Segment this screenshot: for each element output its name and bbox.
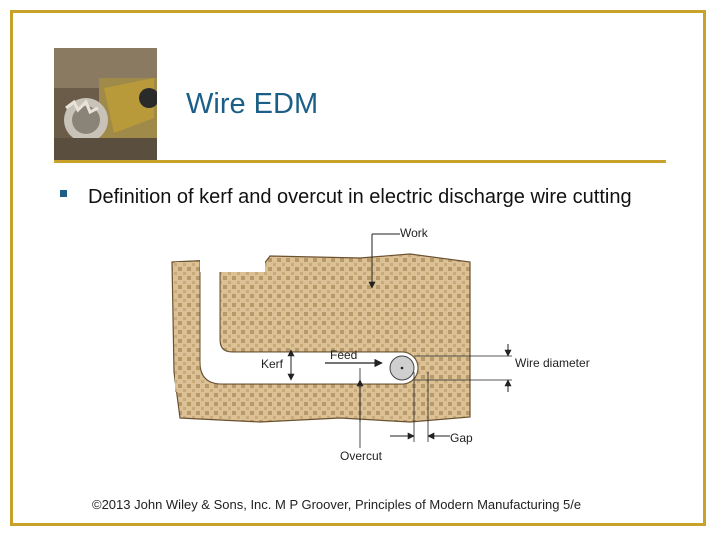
bullet-text: Definition of kerf and overcut in electr… — [88, 186, 632, 208]
header-photo — [54, 48, 157, 160]
kerf-overcut-diagram: Work Feed Kerf Wire diameter Gap Overcut — [171, 226, 590, 463]
label-wire-diameter: Wire diameter — [515, 356, 590, 370]
label-work: Work — [400, 226, 429, 240]
label-kerf: Kerf — [261, 357, 284, 371]
label-feed: Feed — [330, 348, 357, 362]
bullet-icon — [60, 190, 67, 197]
kerf-channel — [199, 261, 419, 385]
title-divider — [54, 160, 666, 163]
slide-title: Wire EDM — [186, 88, 319, 120]
label-gap: Gap — [450, 431, 473, 445]
copyright-footer: ©2013 John Wiley & Sons, Inc. M P Groove… — [92, 497, 582, 512]
label-overcut: Overcut — [340, 449, 383, 463]
